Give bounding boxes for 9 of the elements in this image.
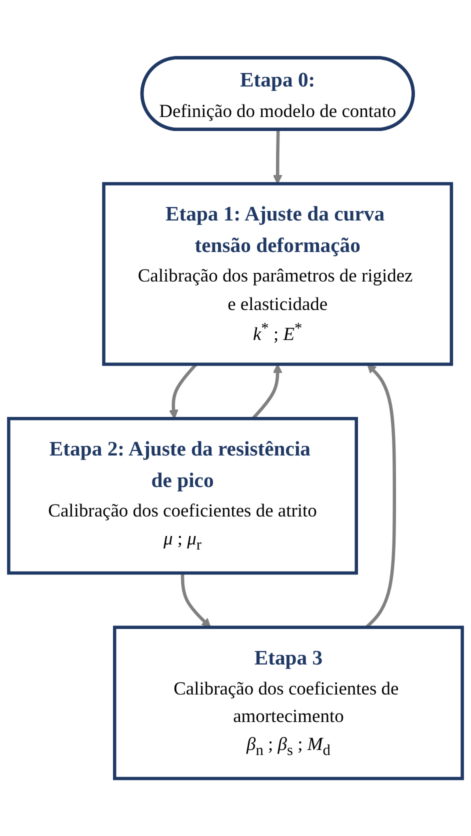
node-box: [102, 182, 454, 366]
flowchart-drawing: Etapa 0: Definição do modelo de contato Etapa 1: Ajuste da curva tensão deformação Calibração dos parâmetros de rigidez e elasticidade k$^{*}$ ; E$^{*}$ Etapa 2: Ajuste da resistência de pico Calibração dos coeficientes de atrito μ ; μ$_{r}$ Etapa 3 Calibração dos coeficientes de amortecimento β$_{n}$ ; β$_{s}$ ; M$_{d}$: [0, 48, 471, 788]
arrow: [180, 572, 211, 628]
node-box: [7, 416, 358, 575]
arrow: [272, 130, 282, 184]
arrow: [168, 363, 198, 419]
arrow: [252, 364, 282, 420]
arrow: [365, 364, 396, 628]
node-box: [113, 626, 464, 780]
